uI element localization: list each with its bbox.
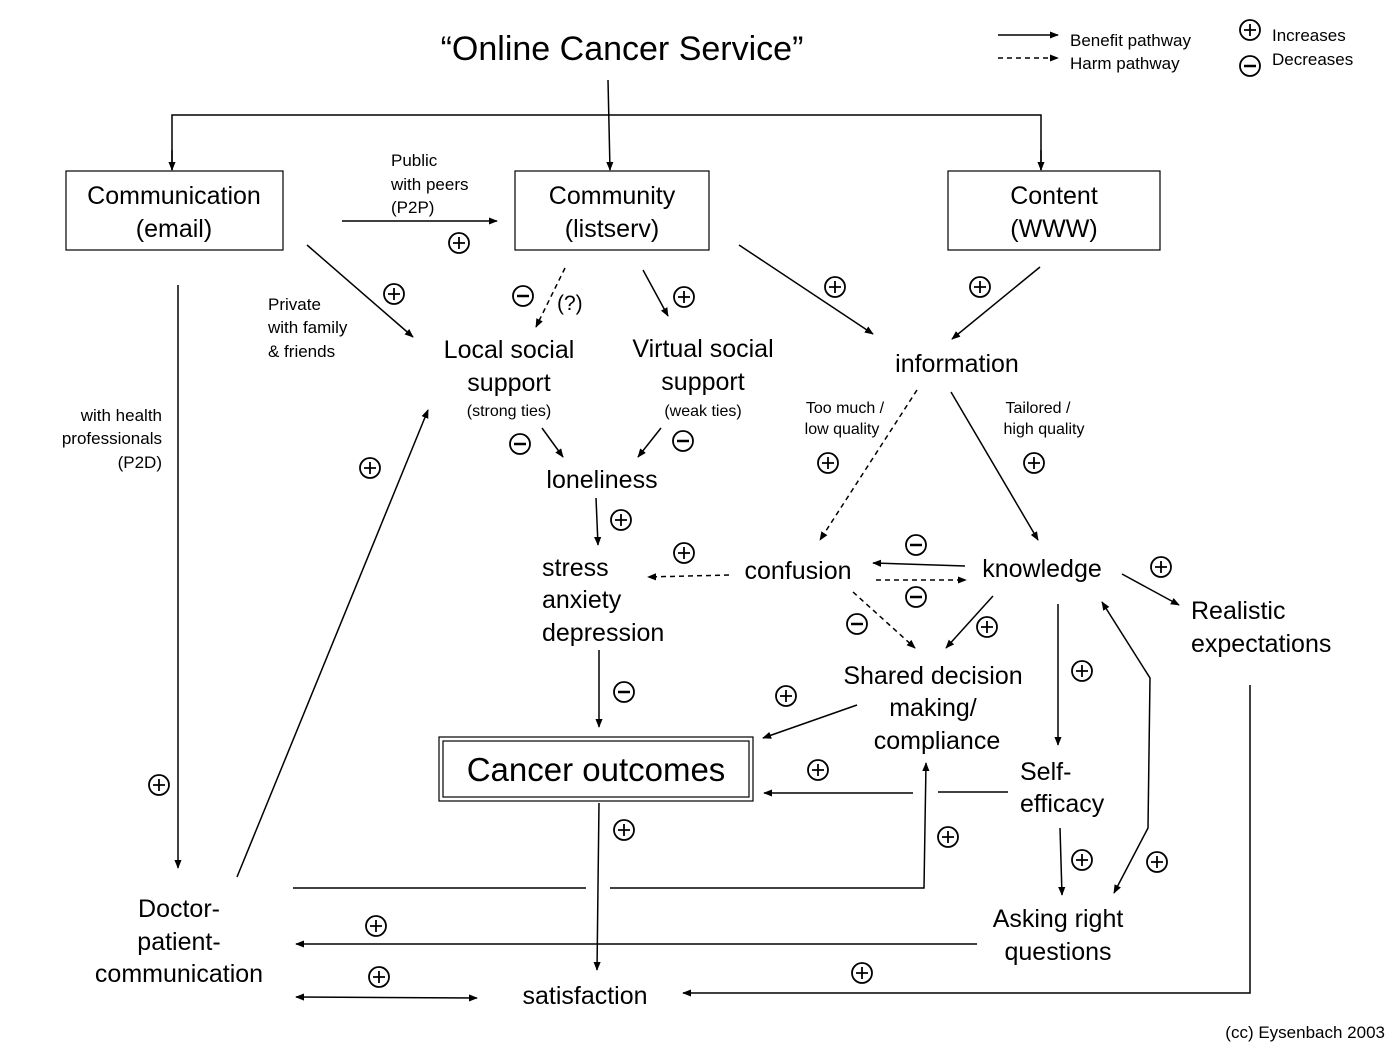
increases-icon (807, 759, 829, 781)
edge-service-community (606, 79, 614, 171)
node-local-support: (strong ties) (467, 403, 551, 420)
node-stress: depression (542, 619, 664, 647)
edges (174, 217, 1251, 1002)
increases-icon (817, 452, 839, 474)
decreases-icon (1238, 54, 1262, 78)
increases-icon (148, 774, 170, 796)
node-label: Content (1010, 182, 1098, 210)
edge-service-branch (171, 114, 1042, 170)
node-asking: questions (1004, 938, 1111, 966)
node-label: Communication (87, 182, 261, 210)
increases-icon (1239, 19, 1261, 41)
node-doctor: patient- (137, 928, 220, 956)
node-cancer-outcomes: Cancer outcomes (438, 736, 754, 802)
label-too-much: low quality (805, 421, 880, 438)
node-satisfaction: satisfaction (522, 982, 647, 1010)
node-confusion: confusion (744, 557, 851, 585)
decreases-icon (904, 585, 928, 609)
increases-icon (976, 616, 998, 638)
increases-icon (365, 915, 387, 937)
label-tailored: high quality (1004, 421, 1085, 438)
label-health: with health (80, 406, 162, 425)
increases-icon (937, 826, 959, 848)
label-tailored: Tailored / (1006, 400, 1071, 417)
label-private: & friends (268, 342, 335, 361)
node-virtual-support: (weak ties) (664, 403, 741, 420)
node-shared-decision: making/ (889, 694, 977, 722)
increases-icon (383, 283, 405, 305)
increases-icon (969, 276, 991, 298)
node-self-efficacy: efficacy (1020, 790, 1105, 818)
decreases-icon (511, 284, 535, 308)
credit: (cc) Eysenbach 2003 (1225, 1023, 1385, 1042)
node-communication: Communication (email) (65, 170, 284, 251)
increases-icon (448, 232, 470, 254)
increases-icon (359, 457, 381, 479)
node-realistic: expectations (1191, 630, 1331, 658)
node-doctor: communication (95, 960, 263, 988)
node-label: (listserv) (565, 215, 659, 243)
node-stress: stress (542, 554, 609, 582)
node-label: Cancer outcomes (467, 751, 726, 788)
legend-benefit-label: Benefit pathway (1070, 31, 1191, 50)
decreases-icon (904, 533, 928, 557)
node-loneliness: loneliness (546, 466, 657, 494)
label-private: with family (267, 318, 348, 337)
node-content: Content (WWW) (947, 170, 1161, 251)
decreases-icon (508, 432, 532, 456)
label-too-much: Too much / (806, 400, 885, 417)
label-private: Private (268, 295, 321, 314)
increases-icon (613, 819, 635, 841)
node-community: Community (listserv) (514, 170, 710, 251)
node-shared-decision: compliance (874, 727, 1000, 755)
node-local-support: support (467, 369, 550, 397)
decreases-icon (612, 680, 636, 704)
node-label: Community (549, 182, 676, 210)
node-doctor: Doctor- (138, 895, 220, 923)
increases-icon (673, 286, 695, 308)
label-health: professionals (62, 429, 162, 448)
increases-icon (824, 276, 846, 298)
label-public: with peers (390, 175, 468, 194)
legend: Benefit pathway Harm pathway Increases D… (998, 19, 1353, 78)
increases-icon (851, 962, 873, 984)
label-public: (P2P) (391, 198, 434, 217)
node-realistic: Realistic (1191, 597, 1285, 625)
increases-icon (1150, 556, 1172, 578)
node-stress: anxiety (542, 586, 622, 614)
legend-harm-label: Harm pathway (1070, 54, 1180, 73)
decreases-icon (671, 429, 695, 453)
increases-icon (1071, 660, 1093, 682)
node-information: information (895, 350, 1019, 378)
node-self-efficacy: Self- (1020, 758, 1071, 786)
label-public: Public (391, 151, 438, 170)
label-uncertain: (?) (557, 292, 583, 315)
node-local-support: Local social (444, 336, 575, 364)
label-health: (P2D) (118, 453, 162, 472)
node-asking: Asking right (993, 905, 1124, 933)
diagram-title: “Online Cancer Service” (441, 30, 804, 68)
node-virtual-support: Virtual social (632, 335, 773, 363)
increases-icon (673, 542, 695, 564)
increases-icon (610, 509, 632, 531)
node-label: (WWW) (1010, 215, 1097, 243)
node-shared-decision: Shared decision (843, 662, 1022, 690)
node-virtual-support: support (661, 368, 744, 396)
node-knowledge: knowledge (982, 555, 1102, 583)
increases-icon (1146, 851, 1168, 873)
legend-decreases-label: Decreases (1272, 50, 1353, 69)
legend-increases-label: Increases (1272, 26, 1346, 45)
increases-icon (368, 966, 390, 988)
increases-icon (775, 685, 797, 707)
increases-icon (1023, 452, 1045, 474)
increases-icon (1071, 849, 1093, 871)
node-label: (email) (136, 215, 212, 243)
decreases-icon (845, 612, 869, 636)
